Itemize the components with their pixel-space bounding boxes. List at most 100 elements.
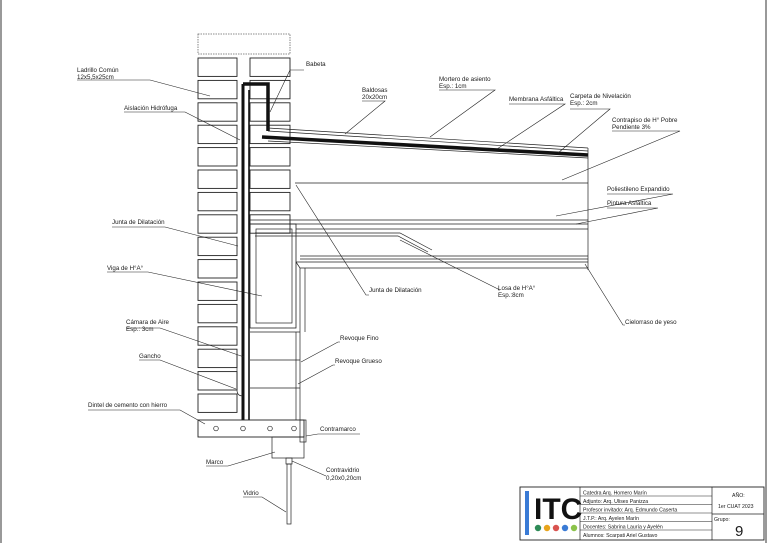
brick (197, 348, 238, 369)
contravidrio-block (285, 457, 293, 465)
leader-dintel (88, 409, 206, 425)
beam-viga (249, 223, 306, 332)
label-mortero-esp: Esp.: 1cm (439, 83, 467, 90)
label-aislacion: Aislación Hidrófuga (124, 105, 178, 112)
marco-block (271, 436, 305, 459)
dintel-rebar-4 (291, 425, 297, 432)
logo-dot-2 (543, 524, 551, 532)
label-baldosas-dim: 20x20cm (362, 94, 387, 101)
roof-layers (250, 127, 589, 270)
dintel-rebar-1 (213, 425, 219, 432)
leader-babeta (269, 69, 304, 113)
dintel-rebar-2 (240, 425, 246, 432)
label-marco: Marco (206, 459, 224, 466)
losa-rebar-top-2 (255, 235, 429, 253)
logo-dot-3 (552, 524, 560, 532)
label-contravidrio: Contravidrio (326, 467, 360, 474)
brick (249, 57, 291, 77)
title-block: ITC Catedra Arq. Homero Marín Adjunto: A… (519, 486, 765, 541)
label-vidrio: Vidrio (243, 490, 259, 497)
leader-vidrio (243, 496, 287, 513)
leader-revoque-grueso (297, 364, 335, 385)
leader-aislacion (124, 111, 241, 141)
brick-wall (197, 33, 291, 413)
brick (197, 236, 238, 257)
label-junta1: Junta de Dilatación (112, 219, 165, 226)
label-viga: Viga de H°A° (107, 265, 144, 272)
label-carpeta-esp: Esp.: 2cm (570, 100, 598, 107)
label-junta2: Junta de Dilatación (369, 287, 422, 294)
tb-year-value: 1er CUAT 2023 (718, 504, 754, 510)
label-camara: Cámara de Aire (126, 319, 170, 326)
membrana-asfaltica (261, 135, 589, 157)
leader-cielorraso (584, 263, 625, 326)
brick (197, 259, 238, 279)
labels: Ladrillo Común 12x5,5x25cm Aislación Hid… (77, 61, 678, 497)
brick (197, 191, 238, 212)
leader-marco (206, 451, 276, 467)
label-ladrillo: Ladrillo Común (77, 67, 119, 74)
label-losa-esp: Esp.:8cm (498, 292, 524, 299)
label-membrana: Membrana Asfáltica (509, 96, 564, 103)
leader-viga (107, 271, 263, 297)
leader-gancho (139, 359, 237, 390)
mortero-line (267, 130, 589, 152)
wall-cap (197, 33, 291, 55)
label-cielorraso: Cielorraso de yeso (625, 319, 677, 326)
tb-row-5: Alumnos: Scarpati Ariel Gustavo (583, 533, 658, 539)
vidrio-pane (286, 463, 292, 525)
babeta-flashing (243, 82, 270, 131)
brick (249, 147, 291, 167)
leader-contravidrio (291, 460, 327, 477)
tb-row-1: Adjunto: Arq. Ulises Panizza (583, 499, 648, 505)
label-revoque-fino: Revoque Fino (340, 335, 379, 342)
brick (249, 169, 291, 189)
leader-carpeta (557, 108, 611, 154)
leader-ladrillo (77, 79, 211, 97)
label-contravidrio-dim: 0,20x0,20cm (326, 475, 361, 482)
brick (197, 124, 238, 145)
gancho-hook (236, 355, 244, 397)
window-frame (271, 419, 307, 525)
leader-junta2 (295, 184, 369, 296)
brick (197, 147, 238, 167)
tb-row-2: Profesor invitado: Arq. Edmundo Caserta (583, 508, 677, 514)
tb-group-value: 9 (735, 523, 743, 540)
tb-row-3: J.T.P.: Arq. Ayelen Marín (583, 516, 639, 522)
brick (249, 191, 291, 212)
lintel-zone (197, 331, 305, 438)
brick (197, 393, 238, 413)
tb-row-0: Catedra Arq. Homero Marín (583, 491, 647, 497)
label-contrapiso-pend: Pendiente 3% (612, 124, 651, 131)
leader-mortero (429, 89, 496, 138)
label-contramarco: Contramarco (320, 426, 356, 433)
losa-rebar-top (255, 232, 433, 251)
label-babeta: Babeta (306, 61, 326, 68)
beam-outline (249, 223, 297, 329)
logo-itc: ITC (534, 493, 582, 526)
beam-haunch (295, 261, 301, 332)
logo-bar (525, 491, 529, 535)
label-dintel: Dintel de cemento con hierro (88, 402, 168, 409)
label-ladrillo-dim: 12x5,5x25cm (77, 74, 114, 81)
tb-year-label: AÑO: (732, 492, 745, 499)
label-gancho: Gancho (139, 353, 161, 360)
dintel-rebar-3 (267, 425, 273, 432)
leader-membrana (496, 103, 566, 150)
leader-contrapiso (561, 130, 681, 181)
tb-group-label: Grupo: (714, 517, 730, 523)
dintel (197, 419, 305, 438)
brick (197, 303, 238, 324)
label-baldosas: Baldosas (362, 87, 387, 94)
leader-baldosas (344, 100, 386, 135)
leader-contramarco (305, 433, 319, 437)
brick (197, 326, 238, 346)
baldosas-line (267, 127, 589, 149)
logo-dot-5 (570, 524, 578, 532)
label-pintura: Pintura Asfáltica (607, 200, 652, 207)
carpeta-line (267, 140, 589, 159)
leader-lines (77, 69, 681, 513)
brick (197, 281, 238, 301)
leader-junta1 (112, 226, 239, 247)
